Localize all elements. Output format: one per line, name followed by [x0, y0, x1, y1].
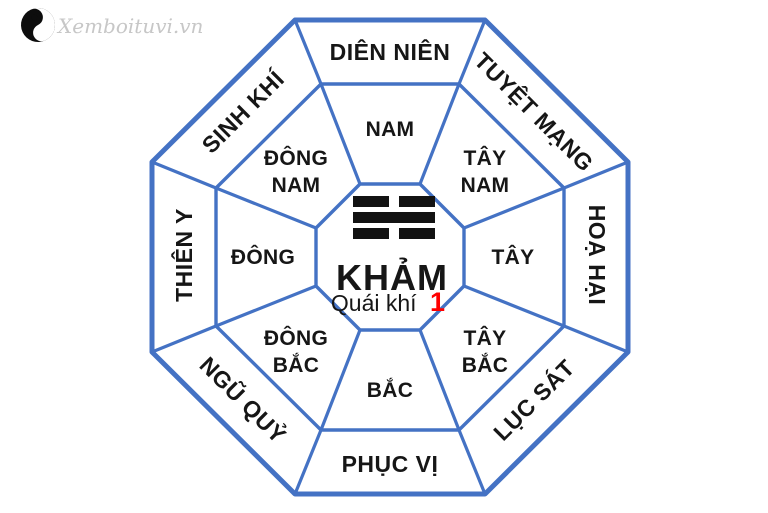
- direction-label-bac: BẮC: [367, 378, 413, 402]
- direction-label-tay-nam-line2: NAM: [461, 174, 510, 197]
- center-quai-khi: Quái khí 1: [331, 287, 445, 317]
- outer-label-sinh-khi: SINH KHÍ: [196, 65, 289, 158]
- direction-label-tay-nam-line1: TÂY: [464, 146, 507, 170]
- inner-radial-lines: [214, 82, 566, 432]
- outer-radial-lines: [150, 18, 630, 496]
- direction-label-nam: NAM: [366, 118, 415, 141]
- direction-label-tay-bac-line2: BẮC: [462, 353, 508, 377]
- outer-label-phuc-vi: PHỤC VỊ: [342, 451, 439, 477]
- direction-label-dong-bac-line1: ĐÔNG: [264, 326, 328, 350]
- direction-label-tay: TÂY: [492, 245, 535, 269]
- direction-label-dong-bac-line2: BẮC: [273, 353, 319, 377]
- watermark-text: Xemboituvi.vn: [56, 14, 203, 38]
- center-trigram-name: KHẢM: [336, 257, 448, 298]
- direction-label-dong-nam-line2: NAM: [272, 174, 321, 197]
- direction-label-dong: ĐÔNG: [231, 245, 295, 269]
- outer-label-dien-nien: DIÊN NIÊN: [330, 38, 451, 65]
- outer-label-thien-y: THIÊN Y: [170, 208, 197, 302]
- quai-khi-number: 1: [430, 287, 445, 317]
- direction-label-dong-nam-line1: ĐÔNG: [264, 146, 328, 170]
- outer-label-hoa-hai: HOẠ HẠI: [584, 205, 610, 306]
- quai-khi-label: Quái khí: [331, 290, 417, 316]
- yin-yang-icon: [21, 8, 55, 42]
- kham-trigram-icon: [353, 196, 435, 239]
- direction-label-tay-bac-line1: TÂY: [464, 326, 507, 350]
